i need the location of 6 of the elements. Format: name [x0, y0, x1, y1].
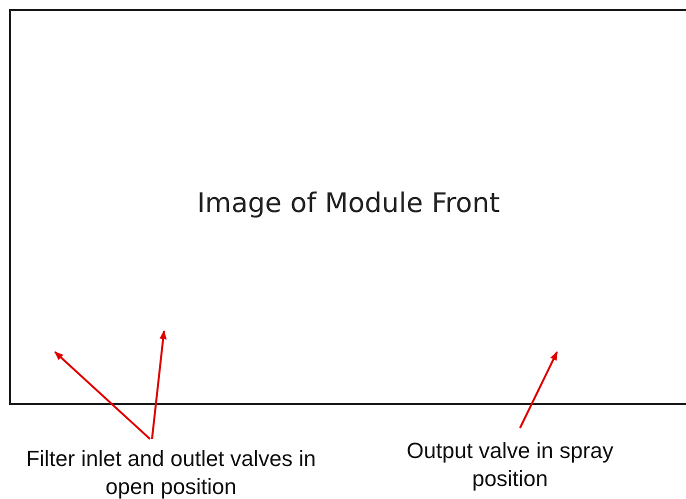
callout-text: Filter inlet and outlet valves in open position [21, 445, 321, 499]
leader-line [54, 351, 151, 440]
leader-line [519, 351, 558, 428]
leader-line [151, 330, 167, 440]
picture-frame: Image of Module Front [9, 9, 686, 405]
callout-text: Output valve in spray position [370, 437, 650, 493]
